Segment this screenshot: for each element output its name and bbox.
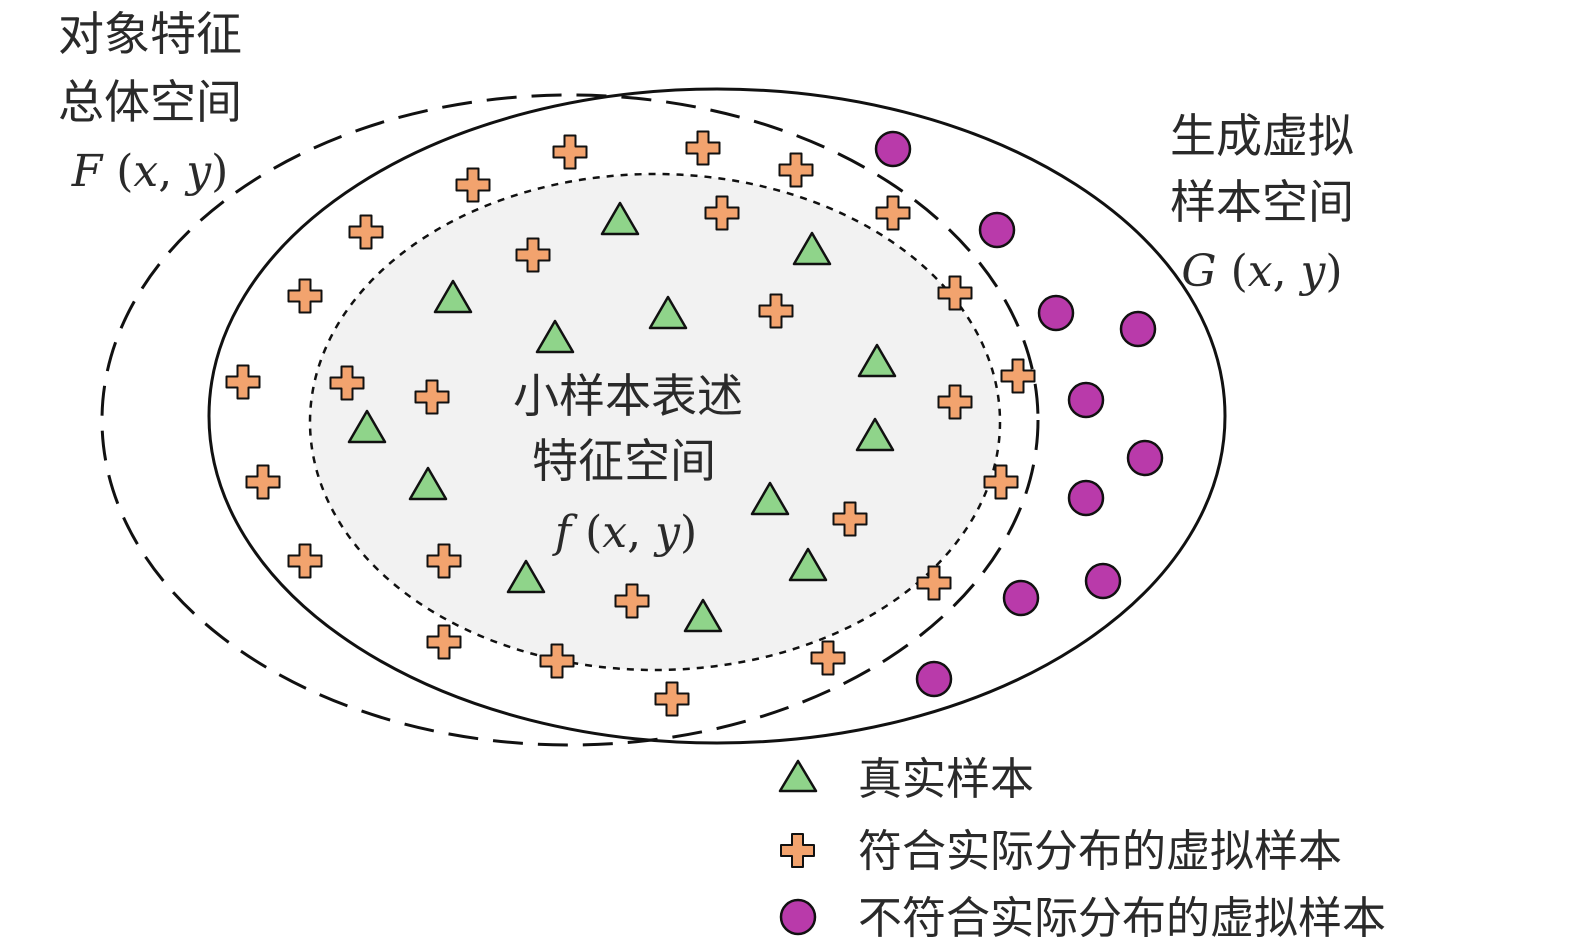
outer-space-var-x: x <box>133 146 158 197</box>
outer-space-func: F <box>71 146 104 197</box>
valid-virtual-plus-icon <box>225 364 261 400</box>
legend-label-invalid-virtual: 不符合实际分布的虚拟样本 <box>858 893 1386 944</box>
valid-virtual-sample-markers <box>225 130 1036 717</box>
real-sample-triangle-icon <box>433 279 473 314</box>
invalid-virtual-circle-icon <box>1126 439 1164 477</box>
invalid-virtual-circle-icon <box>1002 579 1040 617</box>
outer-space-formula: F (x, y) <box>71 146 229 197</box>
valid-virtual-plus-icon <box>287 543 323 579</box>
small-space-title-line1: 小样本表述 <box>513 369 743 423</box>
outer-space-title-line1: 对象特征 <box>58 7 242 61</box>
virtual-space-label: 生成虚拟 样本空间 G (x, y) <box>1170 109 1354 297</box>
real-sample-triangle-icon <box>408 466 448 501</box>
virtual-space-func: G <box>1181 246 1216 297</box>
virtual-space-var-x: x <box>1248 246 1273 297</box>
virtual-space-title-line2: 样本空间 <box>1170 175 1354 229</box>
outer-space-title-line2: 总体空间 <box>58 75 242 129</box>
valid-virtual-plus-icon <box>983 464 1019 500</box>
small-sample-feature-space <box>308 172 1002 672</box>
invalid-virtual-circle-icon <box>915 660 953 698</box>
valid-virtual-plus-icon <box>426 543 462 579</box>
valid-virtual-plus-icon <box>937 384 973 420</box>
valid-virtual-plus-icon <box>810 640 846 676</box>
small-space-var-x: x <box>602 507 627 558</box>
invalid-virtual-circle-icon <box>1067 381 1105 419</box>
legend-label-valid-virtual: 符合实际分布的虚拟样本 <box>858 826 1342 877</box>
invalid-virtual-circle-icon <box>1037 294 1075 332</box>
valid-virtual-plus-icon <box>704 195 740 231</box>
valid-virtual-plus-icon <box>426 624 462 660</box>
valid-virtual-plus-icon <box>539 643 575 679</box>
valid-virtual-plus-icon <box>916 565 952 601</box>
valid-virtual-plus-icon <box>348 214 384 250</box>
valid-virtual-plus-icon <box>552 134 588 170</box>
valid-virtual-plus-icon <box>654 681 690 717</box>
legend-item-invalid-virtual: 不符合实际分布的虚拟样本 <box>779 893 1386 944</box>
invalid-virtual-circle-icon <box>874 130 912 168</box>
legend-label-real-sample: 真实样本 <box>858 754 1034 805</box>
valid-virtual-plus-icon <box>287 278 323 314</box>
legend-item-real-sample: 真实样本 <box>778 754 1034 805</box>
outer-space-var-y: y <box>184 146 212 197</box>
small-space-title-line2: 特征空间 <box>532 434 716 488</box>
outer-space-label: 对象特征 总体空间 F (x, y) <box>58 7 242 197</box>
real-sample-triangle-icon <box>750 481 790 516</box>
valid-virtual-plus-icon <box>937 275 973 311</box>
small-space-formula: f (x, y) <box>552 507 697 558</box>
invalid-virtual-sample-markers <box>874 130 1164 698</box>
small-space-label: 小样本表述 特征空间 f (x, y) <box>513 369 743 558</box>
real-sample-markers <box>347 201 897 633</box>
valid-virtual-plus-icon <box>245 464 281 500</box>
valid-virtual-plus-icon <box>455 167 491 203</box>
real-sample-triangle-icon <box>788 547 828 582</box>
object-feature-total-space <box>100 93 1040 747</box>
valid-virtual-plus-icon <box>778 152 814 188</box>
valid-virtual-plus-icon <box>414 379 450 415</box>
invalid-virtual-circle-icon <box>1067 479 1105 517</box>
real-sample-triangle-icon <box>857 343 897 378</box>
valid-virtual-plus-icon <box>329 365 365 401</box>
virtual-space-formula: G (x, y) <box>1181 246 1342 297</box>
real-sample-triangle-icon <box>600 201 640 236</box>
real-sample-triangle-icon <box>506 559 546 594</box>
valid-virtual-plus-icon <box>614 583 650 619</box>
real-sample-triangle-icon <box>347 409 387 444</box>
valid-virtual-plus-icon <box>515 237 551 273</box>
valid-virtual-plus-icon <box>758 293 794 329</box>
generated-virtual-sample-space <box>207 87 1227 745</box>
real-sample-triangle-icon <box>683 598 723 633</box>
small-space-var-y: y <box>653 507 681 558</box>
virtual-space-title-line1: 生成虚拟 <box>1170 109 1354 163</box>
invalid-virtual-circle-icon <box>1084 562 1122 600</box>
legend-plus-icon <box>780 833 815 868</box>
invalid-virtual-circle-icon <box>1119 310 1157 348</box>
real-sample-triangle-icon <box>792 231 832 266</box>
real-sample-triangle-icon <box>535 319 575 354</box>
legend-circle-icon <box>779 898 817 936</box>
real-sample-triangle-icon <box>855 417 895 452</box>
virtual-space-var-y: y <box>1299 246 1327 297</box>
valid-virtual-plus-icon <box>832 501 868 537</box>
invalid-virtual-circle-icon <box>978 211 1016 249</box>
valid-virtual-plus-icon <box>875 195 911 231</box>
valid-virtual-plus-icon <box>685 130 721 166</box>
valid-virtual-plus-icon <box>1000 358 1036 394</box>
legend-item-valid-virtual: 符合实际分布的虚拟样本 <box>780 826 1342 877</box>
legend: 真实样本 符合实际分布的虚拟样本 不符合实际分布的虚拟样本 <box>778 754 1386 944</box>
legend-triangle-icon <box>778 759 818 793</box>
space-ellipses <box>100 87 1227 747</box>
real-sample-triangle-icon <box>648 295 688 330</box>
